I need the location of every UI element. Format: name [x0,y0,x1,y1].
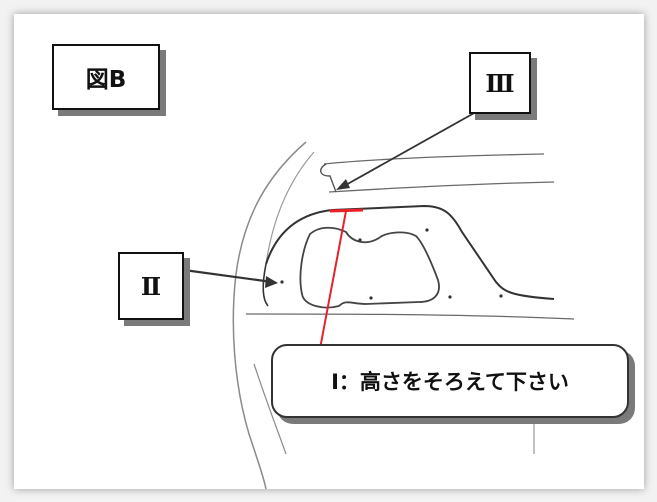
arrow-ii-head [265,276,278,288]
callout-text: Ⅰ：高さをそろえて下さい [331,370,569,394]
label-box-iii: Ⅲ [469,52,531,114]
dot-4 [369,296,373,300]
spoiler-tip [320,163,337,193]
label-box-ii: Ⅱ [118,252,184,320]
arrow-ii-line [183,268,273,284]
body-contour-outer [232,141,307,489]
vehicle-rear-drawing [183,111,575,489]
trunk-line-lower [328,181,555,193]
red-height-marker [329,208,364,213]
label-iii: Ⅲ [485,68,515,98]
dot-5 [448,295,452,299]
lower-curve [253,363,287,455]
figure-panel: 図B Ⅲ Ⅱ Ⅰ：高さをそろえて下さい [14,14,644,489]
red-pointer-line [318,210,347,355]
arrow-iii-line [343,111,477,187]
dot-2 [358,238,362,242]
figure-label: 図B [85,67,127,93]
arrow-iii-head [336,179,350,190]
label-ii: Ⅱ [140,271,162,301]
trunk-opening [265,204,555,300]
dot-6 [499,294,503,298]
body-contour-inner [265,151,315,265]
trunk-opening-base [262,263,269,307]
inner-panel [299,226,440,309]
figure-label-box: 図B [52,44,160,110]
dot-3 [425,228,429,232]
dot-1 [280,280,284,284]
bumper-line [245,313,575,320]
callout-box: Ⅰ：高さをそろえて下さい [271,344,629,418]
trunk-line-upper [323,153,545,165]
